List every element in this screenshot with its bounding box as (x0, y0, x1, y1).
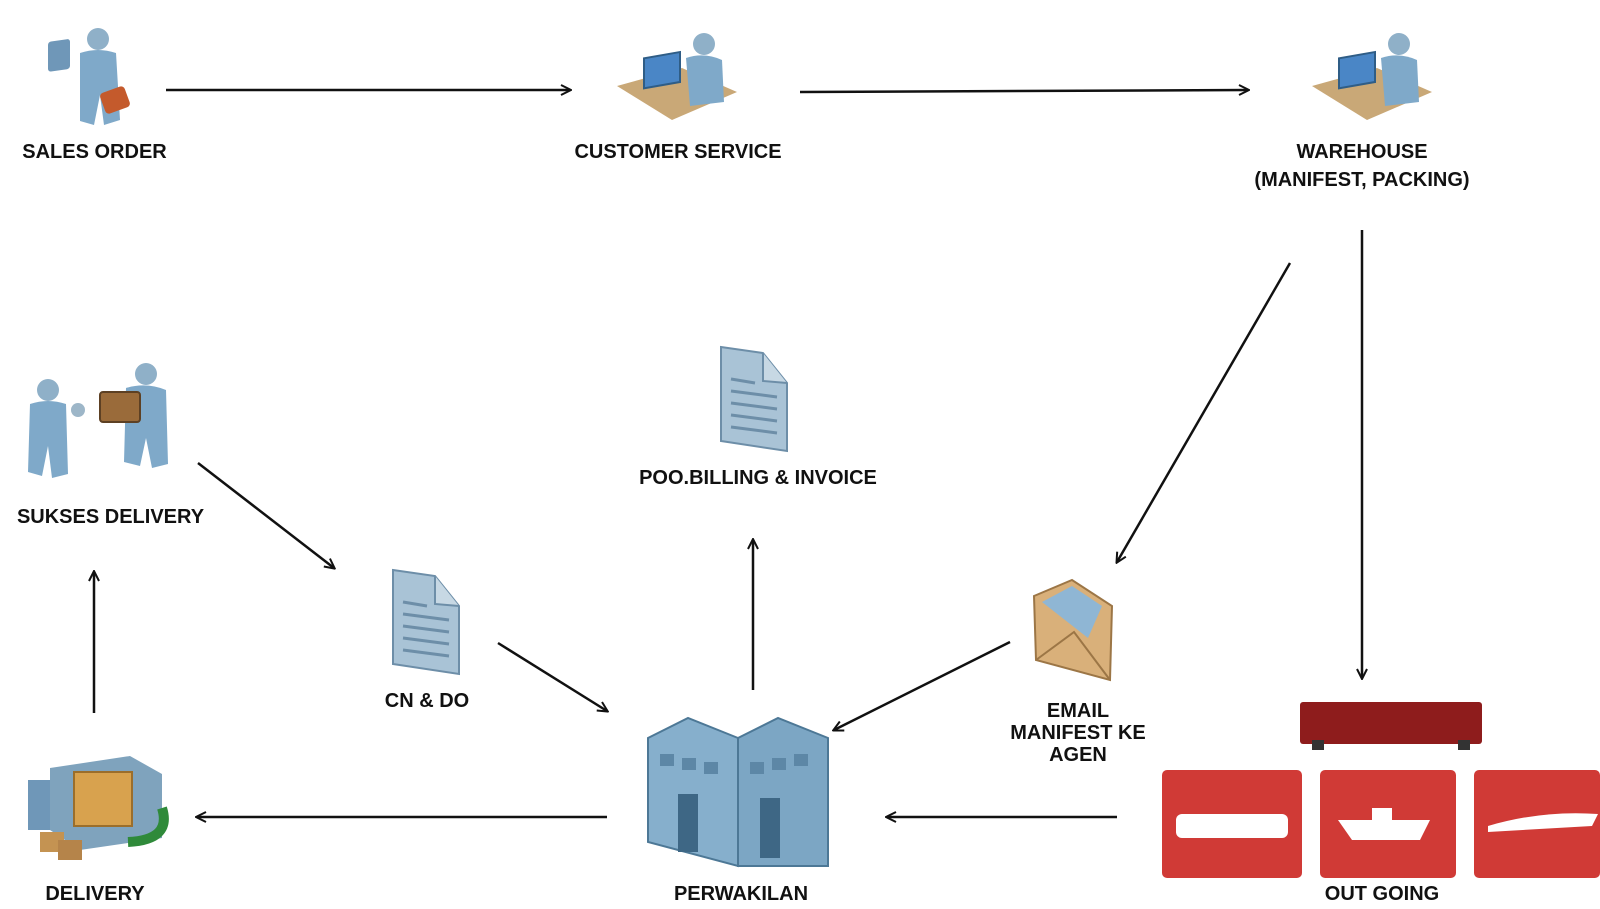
arrow-email-to-perwakilan (834, 640, 1011, 730)
delivery-label: DELIVERY (45, 883, 145, 905)
out-going-label: OUT GOING (1324, 883, 1440, 905)
warehouse-label-line2: (MANIFEST, PACKING) (1254, 169, 1470, 191)
salesperson-icon (48, 28, 130, 125)
handover-icon (28, 363, 168, 478)
warehouse-label-line1: WAREHOUSE (1296, 141, 1428, 163)
arrow-warehouse-to-email (1117, 262, 1292, 562)
email-label-line3: AGEN (1049, 744, 1107, 766)
delivery-box-icon (28, 756, 169, 860)
email-label-line2: MANIFEST KE (1010, 722, 1146, 744)
document-icon-poo (720, 345, 788, 453)
sales-order-label: SALES ORDER (22, 141, 167, 163)
warehouse-label: WAREHOUSE (MANIFEST, PACKING) (1232, 141, 1492, 191)
sukses-delivery-label: SUKSES DELIVERY (16, 506, 205, 528)
cn-do-label: CN & DO (384, 690, 470, 712)
document-icon-cndo (392, 568, 460, 676)
desk-worker-icon-warehouse (1312, 33, 1432, 120)
perwakilan-label: PERWAKILAN (673, 883, 809, 905)
customer-service-label: CUSTOMER SERVICE (574, 141, 782, 163)
transport-modes-icon (1162, 702, 1600, 878)
email-manifest-label: EMAIL MANIFEST KE AGEN (998, 700, 1158, 766)
office-building-icon (647, 716, 829, 868)
envelope-icon (1032, 578, 1114, 682)
arrow-sukses-to-cndo (197, 462, 334, 568)
arrow-cndo-to-perwakilan (497, 641, 607, 711)
poo-billing-label: POO.BILLING & INVOICE (639, 467, 877, 489)
arrow-cs-to-warehouse (799, 90, 1248, 92)
email-label-line1: EMAIL (1046, 700, 1110, 722)
desk-worker-icon (617, 33, 737, 120)
